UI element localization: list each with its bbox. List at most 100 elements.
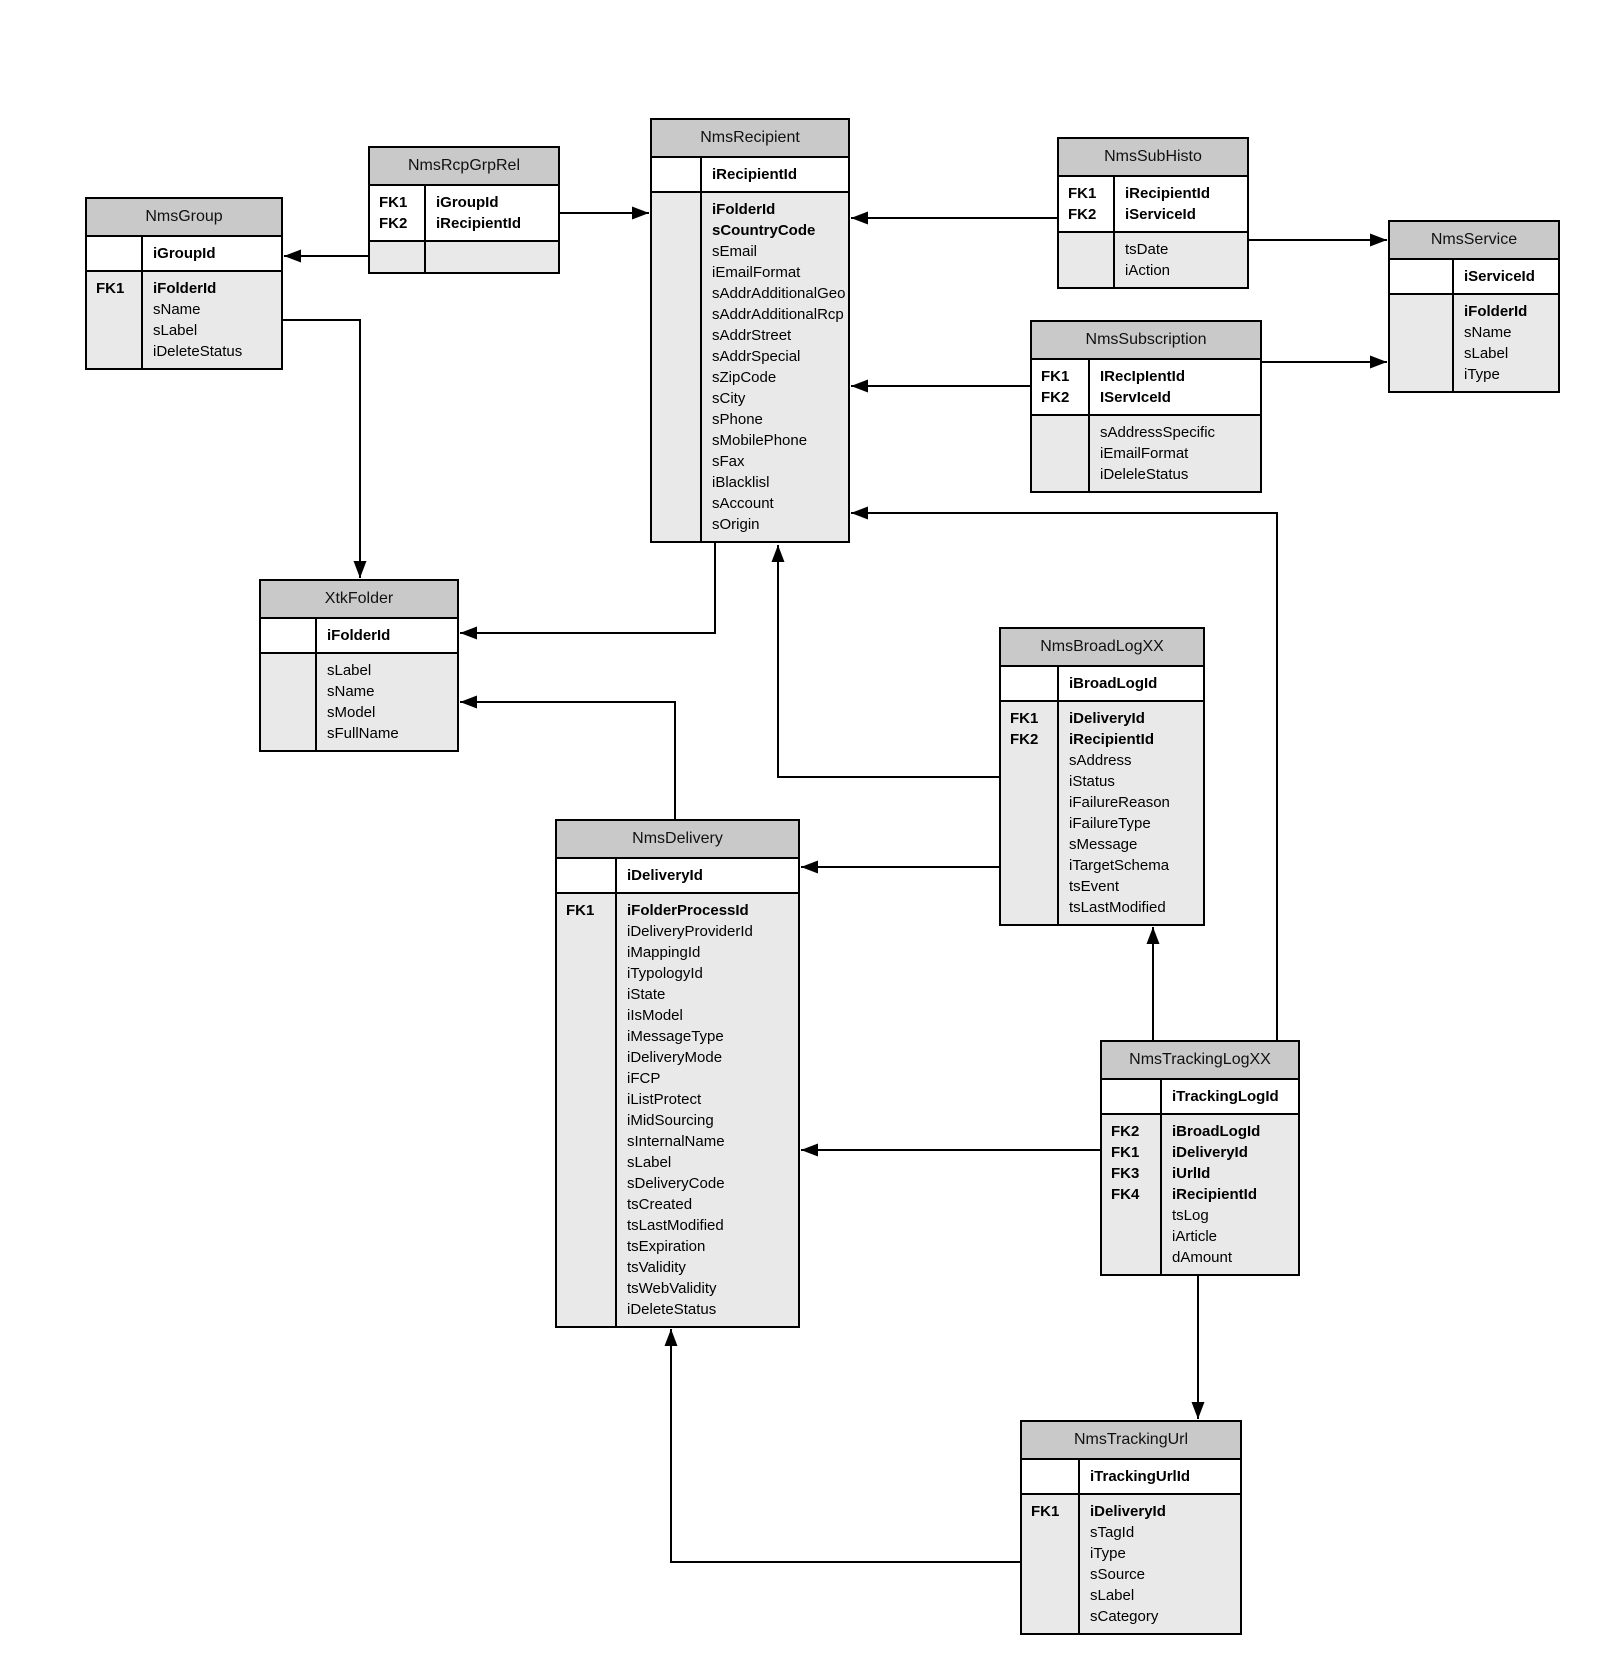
connector-nmsdelivery-to-xtkfolder: [460, 701, 676, 820]
fk-label: FK1: [566, 902, 595, 919]
key-column: [370, 242, 426, 272]
fk-label: [96, 299, 141, 320]
field-name: sMobilePhone: [712, 432, 808, 449]
field-name: iFolderId: [327, 627, 391, 644]
fk-label: FK1: [1068, 185, 1097, 202]
fk-label: FK3: [1111, 1165, 1140, 1182]
field-name: iRecipientId: [436, 215, 522, 232]
field-name: iRecipientId: [1172, 1186, 1258, 1203]
field-name: sOrigin: [712, 516, 760, 533]
fk-label: [661, 430, 700, 451]
field-name: iListProtect: [627, 1091, 702, 1108]
fk-label: [1041, 422, 1088, 443]
fk-label: [566, 1257, 615, 1278]
field-name: sPhone: [712, 411, 763, 428]
fk-label: [661, 325, 700, 346]
field-column: iBroadLogId: [1059, 667, 1203, 700]
fk-label: [1111, 1205, 1160, 1226]
key-column: [1001, 667, 1059, 700]
primary-key-section: iGroupId: [87, 237, 281, 270]
field-name: iDeliveryProviderId: [627, 923, 753, 940]
fk-label: [1031, 1564, 1078, 1585]
fk-label: [566, 963, 615, 984]
field-name: iDeleteStatus: [153, 343, 243, 360]
field-name: iType: [1464, 366, 1500, 383]
field-name: sCity: [712, 390, 746, 407]
field-name: sMessage: [1069, 836, 1138, 853]
fk-label: FK1: [96, 280, 125, 297]
field-name: iDeliveryId: [1069, 710, 1145, 727]
arrowhead-nmsrcpgrprel-to-nmsgroup: [284, 249, 301, 263]
field-name: sFullName: [327, 725, 399, 742]
key-column: [1022, 1460, 1080, 1493]
fk-label: FK4: [1111, 1186, 1140, 1203]
fk-label: [566, 1068, 615, 1089]
field-name: iTrackingLogId: [1172, 1088, 1279, 1105]
field-name: sCategory: [1090, 1608, 1159, 1625]
field-column: iGroupId: [143, 237, 281, 270]
fk-label: FK1: [1111, 1144, 1140, 1161]
field-name: iTypologyId: [627, 965, 703, 982]
fk-label: [661, 346, 700, 367]
fk-label: [1010, 855, 1057, 876]
primary-key-section: iFolderId: [261, 619, 457, 652]
attributes-section: [370, 240, 558, 272]
arrowhead-nmsbroadlogxx-to-nmsdelivery: [801, 860, 818, 874]
arrowhead-nmsrecipient-to-xtkfolder: [460, 626, 477, 640]
key-column: [87, 237, 143, 270]
fk-label: [661, 262, 700, 283]
field-name: dAmount: [1172, 1249, 1233, 1266]
field-name: sAddressSpecific: [1100, 424, 1216, 441]
field-name: iDeliveryMode: [627, 1049, 723, 1066]
key-column: [1390, 295, 1454, 391]
entity-title: NmsSubscription: [1032, 322, 1260, 360]
fk-label: [661, 388, 700, 409]
entity-title: NmsService: [1390, 222, 1558, 260]
fk-label: [270, 681, 315, 702]
field-name: iFailureReason: [1069, 794, 1170, 811]
fk-label: [1010, 673, 1057, 694]
field-name: tsEvent: [1069, 878, 1120, 895]
field-column: iTrackingUrlId: [1080, 1460, 1240, 1493]
key-column: [1102, 1080, 1162, 1113]
primary-key-section: iTrackingLogId: [1102, 1080, 1298, 1113]
field-name: iIsModel: [627, 1007, 683, 1024]
fk-label: [1399, 301, 1452, 322]
field-name: sZipCode: [712, 369, 777, 386]
arrowhead-nmssubscription-to-nmsservice: [1370, 355, 1387, 369]
fk-label: [1010, 750, 1057, 771]
connector-nmsrecipient-to-xtkfolder: [460, 543, 716, 634]
field-name: sFax: [712, 453, 745, 470]
primary-key-section: iServiceId: [1390, 260, 1558, 293]
entity-title: NmsBroadLogXX: [1001, 629, 1203, 667]
fk-label: [1111, 1247, 1160, 1268]
fk-label: [566, 1278, 615, 1299]
field-name: sAddrStreet: [712, 327, 792, 344]
fk-label: [661, 472, 700, 493]
field-name: iTargetSchema: [1069, 857, 1170, 874]
fk-label: [566, 1215, 615, 1236]
fk-label: [1010, 876, 1057, 897]
field-name: sModel: [327, 704, 376, 721]
key-column: FK1: [87, 272, 143, 368]
field-name: iDeliveryId: [1172, 1144, 1248, 1161]
fk-label: [96, 320, 141, 341]
arrowhead-nmstrackinglogxx-to-nmsrecipient: [851, 506, 868, 520]
fk-label: [1010, 771, 1057, 792]
